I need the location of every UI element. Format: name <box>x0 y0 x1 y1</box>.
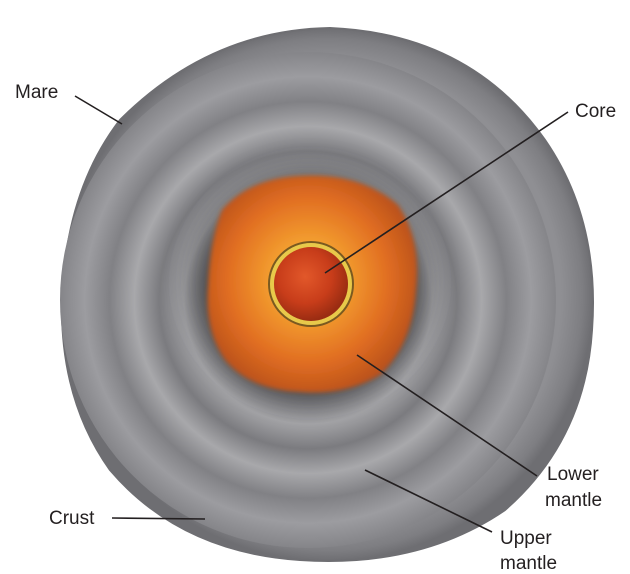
label-lower-mantle-line2: mantle <box>545 490 602 511</box>
label-core: Core <box>575 101 616 122</box>
label-upper-mantle-line2: mantle <box>500 553 557 574</box>
core-layer <box>274 247 348 321</box>
label-mare: Mare <box>15 82 58 103</box>
mare-leader-line <box>75 96 122 124</box>
label-upper-mantle-line1: Upper <box>500 528 552 549</box>
label-crust: Crust <box>49 508 95 529</box>
crust-leader-line <box>112 518 205 519</box>
label-lower-mantle-line1: Lower <box>547 464 599 485</box>
